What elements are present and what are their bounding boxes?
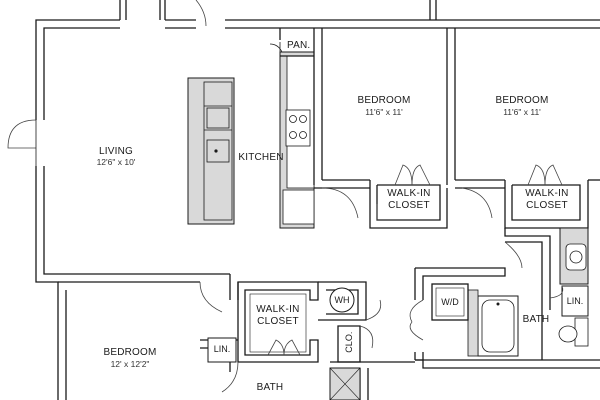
bath1-label: BATH [256, 382, 284, 393]
walkin1-label-line1: WALK-IN [387, 188, 431, 199]
bath3-door [221, 361, 239, 393]
bath1-door [504, 241, 523, 269]
entry-door-arc [195, 0, 207, 27]
living-dimension: 12'6" x 10' [96, 157, 136, 167]
bath2-fixtures [467, 227, 589, 357]
bedroom3-dimension: 12' x 12'2" [110, 359, 150, 369]
kitchen-counter [279, 51, 315, 229]
clo-door [359, 325, 374, 349]
living-label: LIVING [99, 146, 133, 157]
walkin2-label-line2: CLOSET [526, 200, 568, 211]
walkin2-label-line1: WALK-IN [525, 188, 569, 199]
walkin1-doors [394, 164, 431, 186]
walkin2-doors [527, 164, 563, 186]
bedroom1-label: BEDROOM [357, 95, 411, 106]
outer-walls [35, 19, 600, 400]
kitchen-label: KITCHEN [238, 152, 284, 163]
linen2-door [549, 285, 564, 299]
bedroom2-label: BEDROOM [495, 95, 549, 106]
wh-label: WH [334, 295, 350, 305]
bedroom2-walls [504, 179, 600, 229]
walkin3-label-line1: WALK-IN [256, 304, 300, 315]
walkin3-label-line2: CLOSET [257, 316, 299, 327]
top-openings [119, 0, 437, 20]
bath2-label: BATH [522, 314, 550, 325]
bedroom3-label: BEDROOM [103, 347, 157, 358]
pantry-label: PAN. [287, 40, 311, 51]
wd-doors [409, 299, 424, 341]
pantry-door [269, 42, 283, 53]
lin2-label: LIN. [566, 296, 584, 306]
bedroom2-dimension: 11'6" x 11' [503, 107, 541, 117]
bedroom1-door [321, 187, 359, 219]
wd-closet [431, 283, 469, 321]
clo-label: CLO. [343, 331, 354, 353]
bedroom3-door [199, 281, 223, 313]
living-door-arc [7, 119, 37, 149]
walkin1-label-line2: CLOSET [388, 200, 430, 211]
walkin3-doors [267, 339, 301, 356]
bedroom2-door [461, 187, 493, 219]
kitchen-island [187, 77, 235, 225]
hall-door [365, 299, 382, 321]
lin1-label: LIN. [213, 344, 231, 354]
hall-walls [414, 228, 551, 360]
wd-label: W/D [441, 297, 459, 307]
bedroom1-dimension: 11'6" x 11' [365, 107, 403, 117]
